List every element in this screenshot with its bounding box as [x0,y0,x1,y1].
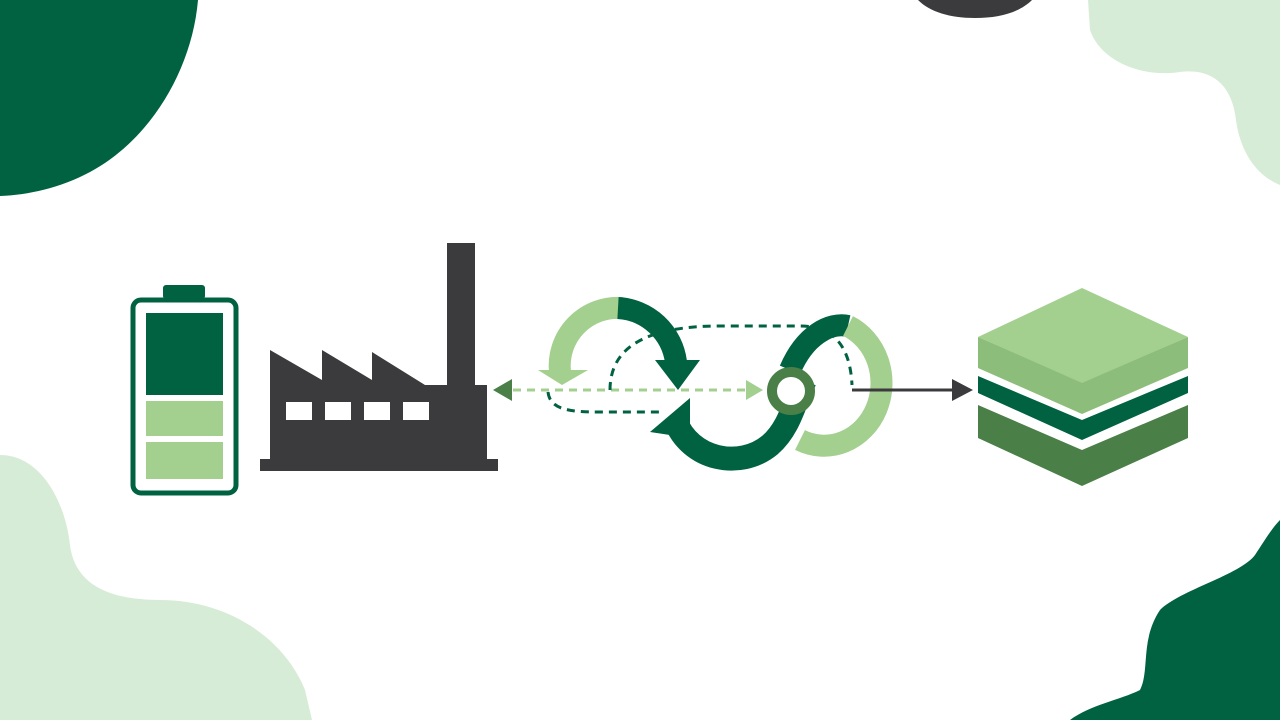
battery-segment-3 [146,442,223,479]
stack-layer-top-side [978,337,1188,414]
factory-windows [286,402,429,420]
arrow-head-right-icon [952,379,973,401]
recycling-loop-icon [538,296,893,471]
factory-chimney [447,243,475,388]
loop-dashed-connector-bottom [546,391,660,414]
layered-material-stack-icon [978,288,1188,486]
battery-terminal [163,285,205,299]
loop-arc-light [548,296,623,374]
arrow-head-left-icon [493,379,512,401]
top-center-blob [918,0,1032,18]
factory-window [403,402,429,420]
ring-light-segment [795,316,893,457]
loop-hub-node [767,367,815,415]
factory-window [364,402,390,420]
arrow-head-right-icon [746,380,763,400]
loop-arc-dark-top [616,297,687,364]
factory-icon [260,243,498,471]
factory-window [325,402,351,420]
battery-segment-1 [146,313,223,395]
stack-layer-top-face [978,288,1188,383]
stack-layer-middle [978,376,1188,440]
return-flow-arrow [493,379,763,401]
battery-icon [130,285,239,496]
loop-dashed-connector-top [608,324,854,391]
loop-arrowhead-light [538,370,588,385]
top-left-blob [0,0,198,196]
loop-arrowhead-dark-top [655,360,700,390]
factory-window [286,402,312,420]
ring-dark-segment [779,314,851,375]
bottom-left-blob [0,455,312,720]
top-right-blob [1088,0,1280,185]
bottom-right-blob [1070,520,1280,720]
factory-ground [260,459,498,471]
output-flow-arrow [852,379,973,401]
stack-layer-bottom [978,405,1188,486]
battery-segment-2 [146,401,223,436]
loop-arrowhead-dark-bottom [650,398,690,438]
